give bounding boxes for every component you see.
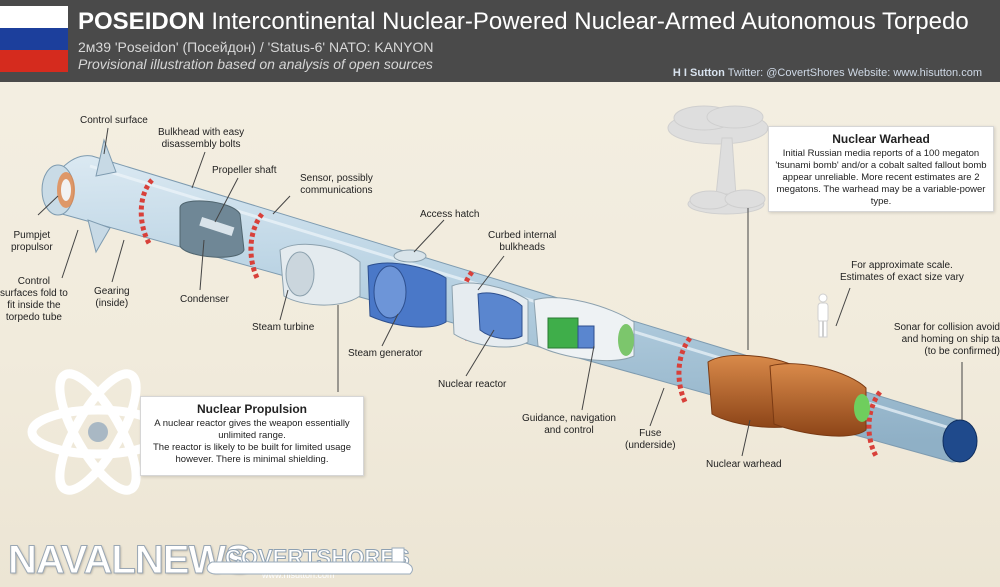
russian-flag-icon (0, 6, 68, 72)
navalnews-logo: NAVALNEWS (8, 538, 253, 583)
nuclear-warhead-cutaway (707, 354, 870, 437)
page-title: POSEIDON Intercontinental Nuclear-Powere… (78, 8, 969, 36)
sonar-nose (942, 419, 978, 463)
propulsion-box-title: Nuclear Propulsion (196, 402, 308, 416)
warhead-info-box: Nuclear Warhead Initial Russian media re… (768, 126, 994, 212)
pumpjet-propulsor (41, 164, 75, 216)
label-gearing: Gearing (inside) (94, 286, 130, 309)
title-rest: Intercontinental Nuclear-Powered Nuclear… (204, 8, 969, 35)
credit-name: H I Sutton (672, 67, 725, 79)
label-nuclear-reactor: Nuclear reactor (438, 379, 507, 390)
label-pumpjet: Pumpjet propulsor (11, 230, 53, 253)
label-scale: For approximate scale. Estimates of exac… (840, 260, 964, 283)
label-fuse: Fuse (underside) (625, 428, 676, 451)
label-steam-turbine: Steam turbine (252, 322, 315, 333)
propulsion-box-line2: The reactor is likely to be built for li… (152, 442, 351, 465)
header-bar: POSEIDON Intercontinental Nuclear-Powere… (0, 0, 1000, 82)
credit-rest: Twitter: @CovertShores Website: www.hisu… (724, 67, 982, 79)
label-control-surface: Control surface (80, 115, 148, 126)
warhead-box-title: Nuclear Warhead (832, 132, 930, 146)
label-sensor: Sensor, possibly communications (300, 173, 373, 196)
human-scale-icon (817, 293, 829, 338)
propulsion-info-box: Nuclear Propulsion A nuclear reactor giv… (140, 396, 364, 476)
page-subtitle: 2м39 'Poseidon' (Посейдон) / 'Status-6' … (78, 39, 434, 55)
condenser-cutaway (179, 200, 245, 258)
guidance-cutaway (533, 297, 635, 361)
steam-turbine-cutaway (279, 243, 361, 306)
title-bold: POSEIDON (78, 8, 205, 35)
warhead-box-text: Initial Russian media reports of a 100 m… (775, 148, 987, 207)
author-credit: H I Sutton Twitter: @CovertShores Websit… (673, 67, 982, 79)
label-access-hatch: Access hatch (420, 209, 480, 220)
label-steam-generator: Steam generator (348, 348, 423, 359)
page-note: Provisional illustration based on analys… (78, 56, 433, 72)
covertshores-logo: COVERTSHORES (225, 545, 411, 571)
covertshores-url: www.hisutton.com (262, 570, 335, 580)
mushroom-cloud-icon (667, 105, 769, 215)
access-hatch (393, 249, 427, 263)
label-sonar: Sonar for collision avoid and homing on … (893, 322, 1000, 357)
nuclear-reactor-cutaway (451, 282, 529, 348)
control-surfaces (87, 138, 117, 254)
label-condenser: Condenser (180, 294, 229, 305)
label-curbed-bulkheads: Curbed internal bulkheads (488, 230, 557, 253)
label-nuclear-warhead: Nuclear warhead (706, 459, 782, 470)
steam-generator-cutaway (367, 262, 447, 328)
label-bulkhead: Bulkhead with easy disassembly bolts (158, 127, 245, 150)
leader-lines (37, 127, 963, 457)
label-guidance: Guidance, navigation and control (522, 413, 616, 436)
propulsion-box-line1: A nuclear reactor gives the weapon essen… (154, 418, 350, 441)
label-propeller-shaft: Propeller shaft (212, 165, 277, 176)
label-control-fold: Control surfaces fold to fit inside the … (0, 276, 68, 323)
